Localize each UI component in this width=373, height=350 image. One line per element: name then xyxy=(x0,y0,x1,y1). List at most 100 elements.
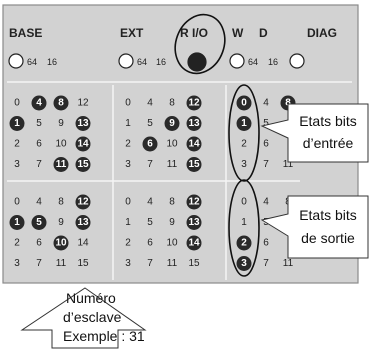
ext-bottom-bit-6: 6 xyxy=(147,238,153,249)
slave-callout-line3: Exemple : 31 xyxy=(63,328,145,344)
w-top-bit-2: 2 xyxy=(241,139,247,150)
ext-top-bit-2: 2 xyxy=(125,139,131,150)
ext-top-bit-8: 8 xyxy=(169,98,175,109)
base-bottom-bit-13: 13 xyxy=(77,217,89,228)
output-callout-line2: de sortie xyxy=(301,230,355,246)
ext-top-bit-14-lit xyxy=(186,136,202,152)
base-top-bit-6: 6 xyxy=(36,139,42,150)
ext-top-bit-13: 13 xyxy=(188,118,200,129)
base-bottom-bit-14: 14 xyxy=(77,238,89,249)
ext-top-bit-12: 12 xyxy=(188,98,200,109)
ext-mode-64: 64 xyxy=(137,57,147,67)
base-bottom-bit-6: 6 xyxy=(36,238,42,249)
slave-callout-line1: Numéro xyxy=(66,290,116,306)
ext-top-bit-4: 4 xyxy=(147,98,153,109)
w-top-bit-5: 5 xyxy=(263,118,269,129)
base-bottom-bit-4: 4 xyxy=(36,197,42,208)
base-bottom-bit-1-lit xyxy=(9,215,25,230)
ext-top-bit-10: 10 xyxy=(166,139,178,150)
base-top-bit-15-lit xyxy=(75,157,91,172)
ext-bottom-bit-12: 12 xyxy=(188,197,200,208)
w-top-bit-8: 8 xyxy=(285,98,291,109)
ext-top-bit-15-lit xyxy=(186,157,202,172)
base-top-bit-13: 13 xyxy=(77,118,89,129)
base-top-bit-13-lit xyxy=(75,116,91,131)
w-mode-64: 64 xyxy=(248,57,258,67)
ext-bottom-bit-1: 1 xyxy=(125,217,131,228)
base-bottom-bit-7: 7 xyxy=(36,258,42,269)
w-top-bit-1-lit xyxy=(236,116,252,131)
w-bottom-bit-1: 1 xyxy=(241,217,247,228)
ext-top-bit-3: 3 xyxy=(125,159,131,170)
w-bottom-bit-0: 0 xyxy=(241,197,247,208)
w-bottom-bit-2: 2 xyxy=(241,238,247,249)
w-bottom-bit-6: 6 xyxy=(263,238,269,249)
ext-top-bit-13-lit xyxy=(186,116,202,131)
base-top-bit-8-lit xyxy=(53,95,69,111)
ext-bottom-bit-7: 7 xyxy=(147,258,153,269)
w-top-bit-4: 4 xyxy=(263,98,269,109)
diag-mode-led xyxy=(289,53,305,69)
output-bits-callout xyxy=(260,195,369,259)
output-callout-line1: Etats bits xyxy=(299,207,357,223)
ext-bottom-bit-10: 10 xyxy=(166,238,178,249)
base-mode-64: 64 xyxy=(27,57,37,67)
rio-led xyxy=(187,52,207,72)
base-top-bit-7: 7 xyxy=(36,159,42,170)
base-bottom-bit-10: 10 xyxy=(55,238,67,249)
ext-bottom-bit-11: 11 xyxy=(167,258,178,269)
base-top-bit-1: 1 xyxy=(14,118,20,129)
base-top-bit-10: 10 xyxy=(55,139,67,150)
ext-bottom-bit-14-lit xyxy=(186,235,202,251)
ext-bottom-bit-14: 14 xyxy=(188,238,200,249)
ext-bottom-bit-3: 3 xyxy=(125,258,131,269)
w-top-bit-0-lit xyxy=(236,95,252,111)
input-bits-callout xyxy=(260,103,369,163)
header-w: W xyxy=(232,26,244,40)
base-bottom-bit-11: 11 xyxy=(56,258,67,269)
base-bottom-bit-2: 2 xyxy=(14,238,20,249)
ext-bottom-bit-5: 5 xyxy=(147,217,153,228)
base-bottom-bit-15: 15 xyxy=(77,258,89,269)
base-top-bit-8: 8 xyxy=(58,98,64,109)
w-top-bit-3: 3 xyxy=(241,159,247,170)
ext-bottom-bit-13-lit xyxy=(186,215,202,230)
base-top-bit-4: 4 xyxy=(36,98,42,109)
ext-bottom-bit-9: 9 xyxy=(169,217,175,228)
header-ext: EXT xyxy=(120,26,144,40)
input-callout-line2: d’entrée xyxy=(303,135,354,151)
ext-top-bit-12-lit xyxy=(186,95,202,111)
ext-bottom-bit-8: 8 xyxy=(169,197,175,208)
base-top-bit-3: 3 xyxy=(14,159,20,170)
ext-top-bit-7: 7 xyxy=(147,159,153,170)
header-diag: DIAG xyxy=(307,26,337,40)
ext-top-bit-14: 14 xyxy=(188,139,200,150)
ext-top-bit-5: 5 xyxy=(147,118,153,129)
base-top-bit-0: 0 xyxy=(14,98,20,109)
base-bottom-bit-5: 5 xyxy=(36,217,42,228)
w-mode-16: 16 xyxy=(268,57,278,67)
ext-bottom-bit-12-lit xyxy=(186,194,202,210)
base-top-bit-15: 15 xyxy=(77,159,89,170)
base-top-bit-2: 2 xyxy=(14,139,20,150)
rio-highlight-ellipse xyxy=(174,13,226,75)
base-top-bit-12: 12 xyxy=(77,98,89,109)
base-bottom-bit-3: 3 xyxy=(14,258,20,269)
base-top-bit-1-lit xyxy=(9,116,25,131)
base-mode-led xyxy=(8,53,24,69)
w-top-bit-1: 1 xyxy=(241,118,247,129)
ext-top-bit-6: 6 xyxy=(147,139,153,150)
base-bottom-bit-1: 1 xyxy=(14,217,20,228)
base-bottom-bit-0: 0 xyxy=(14,197,20,208)
base-bottom-bit-8: 8 xyxy=(58,197,64,208)
base-top-bit-11: 11 xyxy=(56,159,67,170)
ext-bottom-bit-0: 0 xyxy=(125,197,131,208)
w-bottom-bit-3: 3 xyxy=(241,258,247,269)
w-top-bit-6: 6 xyxy=(263,139,269,150)
base-top-bit-14-lit xyxy=(75,136,91,152)
ext-bottom-bit-13: 13 xyxy=(188,217,200,228)
base-bottom-bit-5-lit xyxy=(31,215,47,230)
input-callout-line1: Etats bits xyxy=(299,113,357,129)
w-bottom-bit-4: 4 xyxy=(263,197,269,208)
